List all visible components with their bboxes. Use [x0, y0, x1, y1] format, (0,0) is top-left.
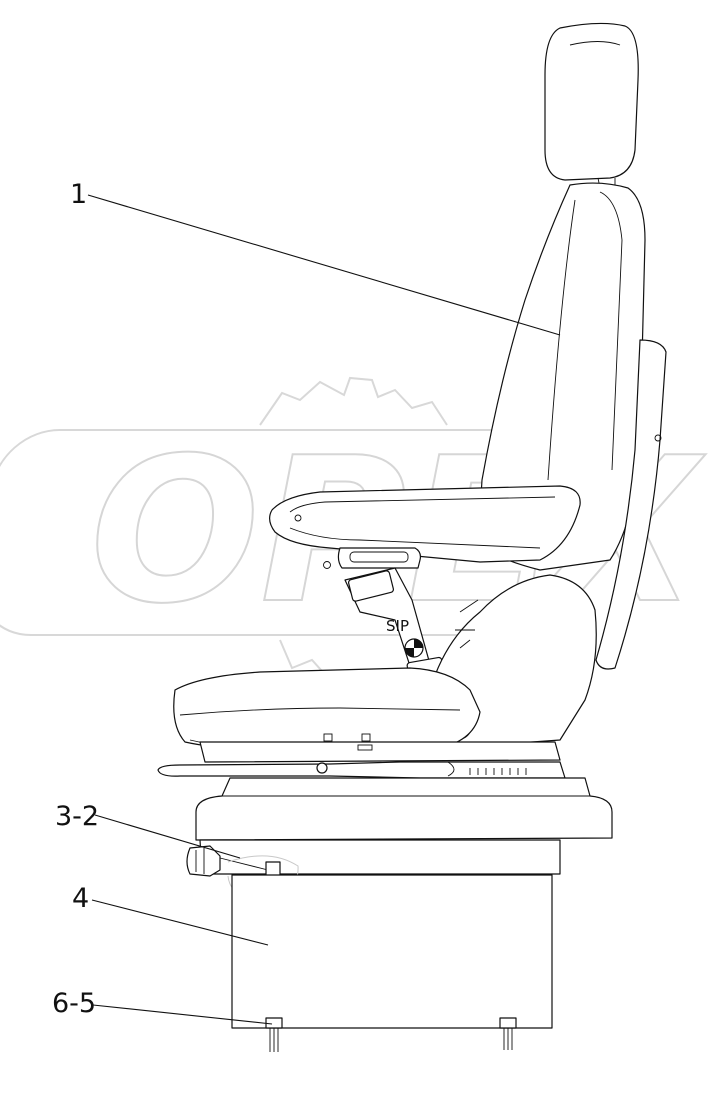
- leader-6-5: [92, 1004, 273, 1025]
- armrest: [269, 485, 581, 563]
- callout-1: 1: [70, 179, 87, 210]
- sip-marker: SIP: [386, 617, 424, 658]
- suspension-housing: [195, 777, 613, 841]
- callout-4: 4: [72, 883, 89, 914]
- mounting-bolt-right: [499, 1017, 517, 1050]
- leader-1: [87, 194, 561, 336]
- headrest: [544, 22, 639, 181]
- slide-lever: [157, 761, 566, 779]
- buckle-receiver: [337, 547, 422, 569]
- side-bolster: [595, 339, 667, 670]
- callout-3-2: 3-2: [55, 801, 99, 832]
- leader-4: [91, 899, 269, 946]
- sip-label: SIP: [386, 617, 409, 635]
- mounting-box: [231, 874, 553, 1029]
- callout-6-5: 6-5: [52, 988, 96, 1019]
- leader-3-2: [94, 814, 241, 859]
- seat-cushion: [173, 667, 481, 753]
- suspension-base: [199, 839, 561, 875]
- seat-tray: [199, 741, 561, 763]
- backrest: [477, 182, 646, 571]
